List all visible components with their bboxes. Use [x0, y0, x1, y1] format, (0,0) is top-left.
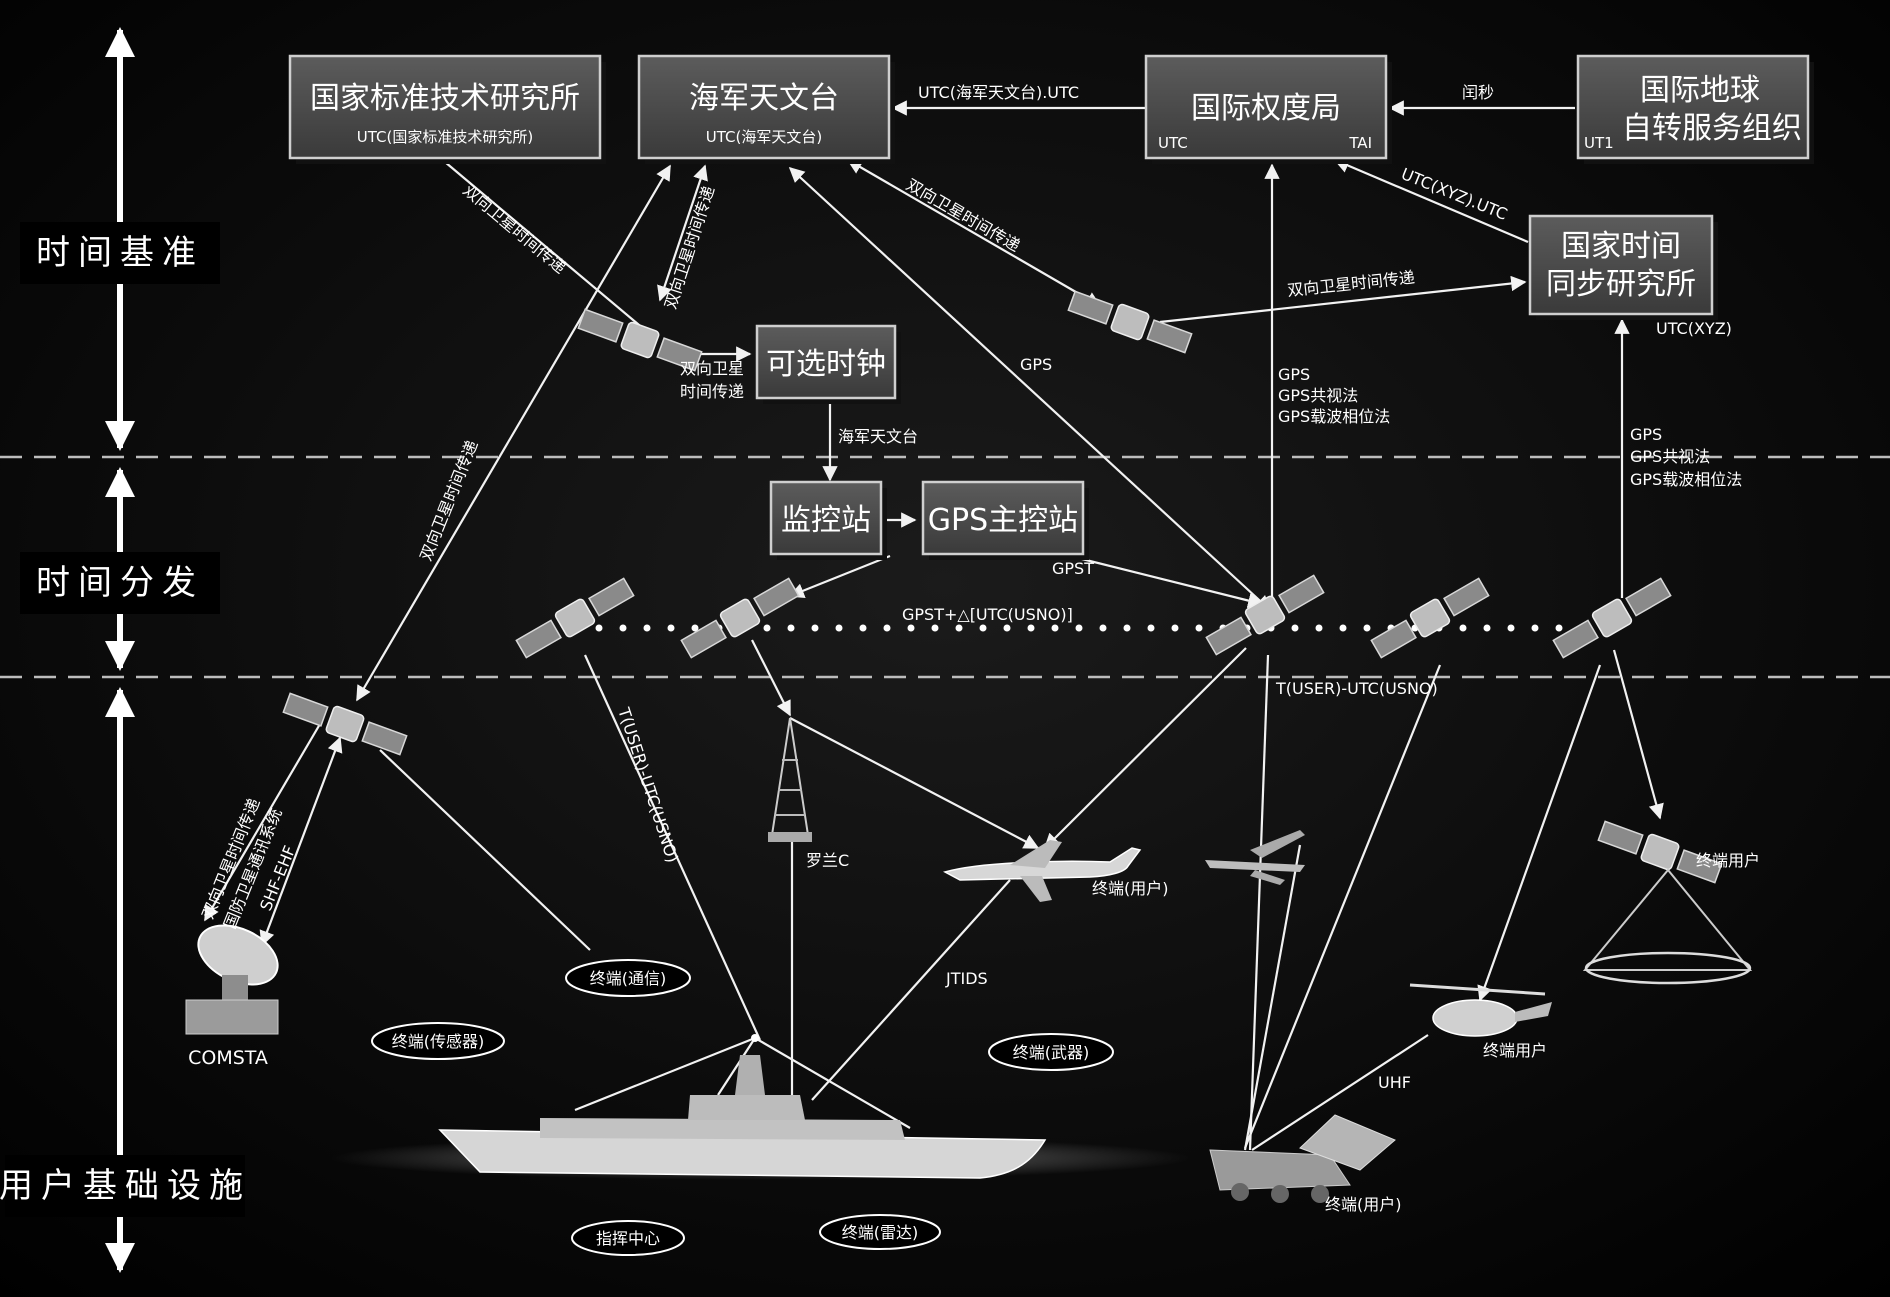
box-ntsc-title-2: 同步研究所 — [1546, 267, 1696, 302]
box-monitor-station-title: 监控站 — [781, 503, 871, 538]
oval-terminal-sensor: 终端(传感器) — [371, 1022, 505, 1060]
oval-terminal-radar-label: 终端(雷达) — [842, 1223, 919, 1242]
box-usno-title: 海军天文台 — [689, 81, 839, 116]
box-iers-title-1: 国际地球 — [1640, 73, 1760, 108]
label-gps-right-2: GPS共视法 — [1630, 447, 1710, 466]
satellite-icon-twsttt-left — [577, 308, 703, 372]
aircraft-icon — [943, 840, 1142, 902]
label-t-user-right: T(USER)-UTC(USNO) — [1275, 679, 1438, 698]
satellite-icon-gps-4 — [1370, 577, 1490, 659]
oval-terminal-weapon: 终端(武器) — [988, 1033, 1114, 1071]
label-usno-small: 海军天文台 — [838, 427, 918, 446]
label-terminal-user-heli: 终端用户 — [1483, 1041, 1547, 1060]
satellite-icon-terminal — [1597, 820, 1723, 884]
oval-command-center-label: 指挥中心 — [596, 1229, 660, 1248]
satellite-icon-gps-3 — [1205, 574, 1325, 656]
oval-terminal-sensor-label: 终端(传感器) — [392, 1032, 485, 1051]
satellites — [282, 290, 1723, 884]
label-uhf: UHF — [1378, 1073, 1411, 1092]
comsta-dish-icon — [185, 924, 279, 1035]
label-twsttt-split-2: 时间传递 — [680, 382, 744, 401]
label-utc-xyz: UTC(XYZ) — [1656, 319, 1732, 338]
box-nist: 国家标准技术研究所 UTC(国家标准技术研究所) — [288, 54, 606, 164]
label-leap-second: 闰秒 — [1462, 83, 1494, 102]
terminal-user-cone — [1582, 868, 1753, 985]
box-iers: 国际地球 自转服务组织 UT1 — [1576, 54, 1814, 164]
missile-truck-icon — [1209, 1114, 1396, 1203]
box-ntsc-title-1: 国家时间 — [1561, 229, 1681, 264]
label-gps-right-3: GPS载波相位法 — [1630, 470, 1742, 489]
label-terminal-user-right: 终端用户 — [1696, 851, 1760, 870]
band-label-time-distribution: 时间分发 — [36, 563, 204, 603]
band-label-time-reference: 时间基准 — [36, 233, 204, 273]
box-bipm-sub-left: UTC — [1158, 134, 1188, 152]
band-label-user-infrastructure: 用户基础设施 — [0, 1166, 251, 1206]
box-ntsc: 国家时间 同步研究所 — [1528, 214, 1718, 320]
box-optional-clock-title: 可选时钟 — [766, 347, 886, 382]
box-bipm-sub-right: TAI — [1348, 134, 1372, 152]
label-terminal-user-truck: 终端(用户) — [1325, 1195, 1402, 1214]
label-gpst: GPST — [1052, 559, 1094, 578]
box-nist-sub: UTC(国家标准技术研究所) — [357, 128, 533, 146]
satellite-icon-commsat — [282, 692, 408, 756]
oval-terminal-radar: 终端(雷达) — [819, 1214, 941, 1250]
box-nist-title: 国家标准技术研究所 — [310, 81, 580, 116]
drone-icon — [1205, 830, 1305, 885]
oval-terminal-comm-label: 终端(通信) — [590, 969, 667, 988]
oval-terminal-comm: 终端(通信) — [565, 959, 691, 997]
box-bipm-title: 国际权度局 — [1191, 91, 1341, 126]
label-gps-mid-2: GPS共视法 — [1278, 386, 1358, 405]
oval-terminal-weapon-label: 终端(武器) — [1013, 1043, 1090, 1062]
box-gps-master: GPS主控站 — [921, 480, 1089, 560]
box-usno: 海军天文台 UTC(海军天文台) — [637, 54, 895, 164]
satellite-icon-gps-5 — [1552, 577, 1672, 659]
warship-icon — [330, 1034, 1190, 1180]
oval-command-center: 指挥中心 — [571, 1220, 685, 1256]
box-optional-clock: 可选时钟 — [755, 324, 901, 404]
box-bipm: 国际权度局 UTC TAI — [1144, 54, 1392, 164]
box-iers-title-2: 自转服务组织 — [1622, 111, 1802, 146]
label-comsta: COMSTA — [188, 1047, 268, 1069]
label-gps-mid-1: GPS — [1278, 365, 1310, 384]
connectors — [204, 100, 1664, 1151]
label-gps-mid-3: GPS载波相位法 — [1278, 407, 1390, 426]
box-iers-sub: UT1 — [1584, 134, 1614, 152]
box-monitor-station: 监控站 — [769, 480, 887, 560]
label-terminal-user-plane: 终端(用户) — [1092, 879, 1169, 898]
label-gps-right-1: GPS — [1630, 425, 1662, 444]
helicopter-icon — [1409, 983, 1552, 1037]
box-gps-master-title: GPS主控站 — [928, 503, 1078, 538]
satellite-icon-gps-1 — [515, 577, 635, 659]
label-twsttt-split-1: 双向卫星 — [680, 359, 744, 378]
label-gpst-delta: GPST+△[UTC(USNO)] — [902, 605, 1073, 624]
satellite-icon-gps-2 — [680, 577, 800, 659]
label-gps-left: GPS — [1020, 355, 1052, 374]
label-loran: 罗兰C — [806, 851, 849, 870]
loran-tower-icon — [768, 717, 812, 842]
label-utc-usno-utc: UTC(海军天文台).UTC — [918, 83, 1079, 102]
side-arrows — [5, 27, 245, 1273]
satellite-icon-twsttt-right — [1067, 290, 1193, 354]
label-jtids: JTIDS — [945, 969, 988, 988]
box-usno-sub: UTC(海军天文台) — [706, 128, 822, 146]
